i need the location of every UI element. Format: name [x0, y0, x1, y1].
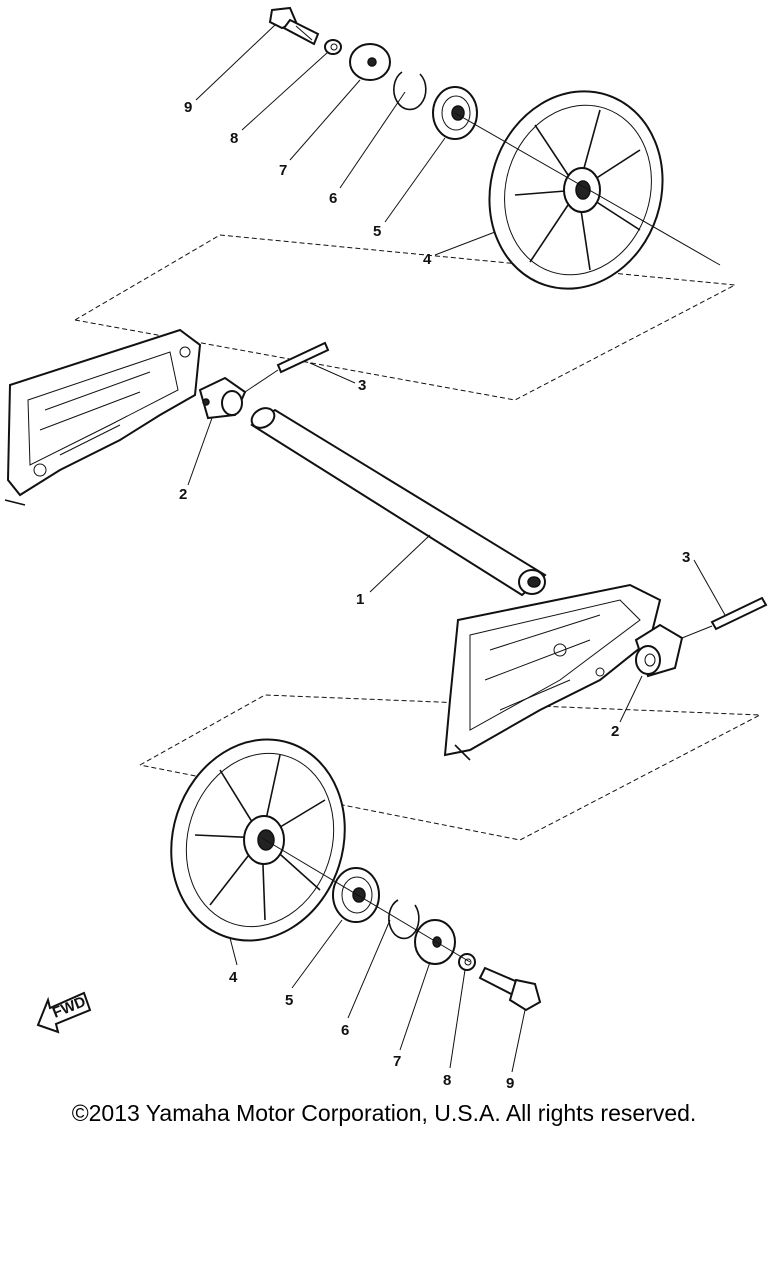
callout-7-top: 7 [279, 162, 287, 179]
circlip-top [393, 71, 427, 111]
callout-5-top: 5 [373, 223, 381, 240]
bolt-top [268, 6, 320, 46]
pin-right [710, 596, 768, 631]
pin-left [276, 341, 330, 374]
callout-6-bottom: 6 [341, 1022, 349, 1039]
assembly-outline-upper [74, 234, 737, 401]
wheel-bottom [170, 738, 346, 942]
axis-line-top [454, 112, 721, 266]
fwd-arrow-icon: FWD [36, 991, 92, 1034]
callout-9-bottom: 9 [506, 1075, 514, 1090]
callout-labels: 9 8 7 6 5 4 3 2 1 3 2 4 5 6 7 8 9 [179, 99, 690, 1090]
callout-4-top: 4 [423, 251, 432, 268]
bracket-left [198, 376, 247, 420]
copyright-text: ©2013 Yamaha Motor Corporation, U.S.A. A… [71, 1100, 697, 1126]
cap-top [349, 43, 391, 81]
frame-left [4, 328, 202, 506]
shaft [250, 407, 547, 597]
leader-lines [187, 24, 726, 1073]
bracket-right [634, 623, 684, 678]
callout-8-bottom: 8 [443, 1072, 451, 1089]
callout-8-top: 8 [230, 130, 238, 147]
callout-7-bottom: 7 [393, 1053, 401, 1070]
circlip-bottom [388, 899, 420, 940]
axis-line-left [244, 369, 279, 393]
callout-3-right: 3 [682, 549, 690, 566]
bearing-bottom [332, 867, 380, 923]
callout-9-top: 9 [184, 99, 192, 116]
frame-right [443, 583, 662, 761]
cap-bottom [414, 919, 456, 965]
bolt-bottom [478, 966, 542, 1012]
axis-line-bottom [261, 837, 471, 963]
callout-6-top: 6 [329, 190, 337, 207]
callout-1-shaft: 1 [356, 591, 364, 608]
callout-2-right: 2 [611, 723, 619, 740]
wheel-top [488, 90, 664, 290]
callout-4-bottom: 4 [229, 969, 238, 986]
callout-5-bottom: 5 [285, 992, 293, 1009]
washer-top [324, 39, 342, 55]
axis-line-right [681, 625, 713, 639]
callout-3-left: 3 [358, 377, 366, 394]
callout-2-left: 2 [179, 486, 187, 503]
exploded-parts-diagram: FWD 9 8 7 6 5 4 3 2 1 3 2 4 5 6 7 [4, 6, 768, 1090]
